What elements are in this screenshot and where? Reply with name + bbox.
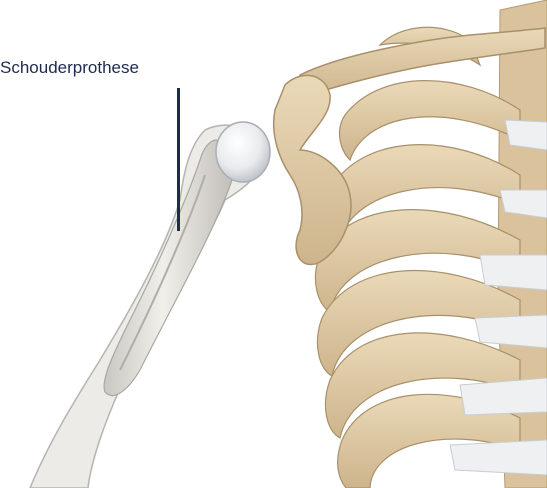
cartilage-5 <box>460 378 547 415</box>
cartilage-3 <box>480 255 547 290</box>
cartilage-4 <box>475 315 547 348</box>
humerus-with-implant <box>30 122 270 488</box>
cartilage-1 <box>505 120 547 150</box>
leader-line <box>177 88 180 231</box>
scapula <box>274 75 351 264</box>
prosthesis-head <box>216 122 270 182</box>
cartilage-6 <box>450 440 547 475</box>
prosthesis-label: Schouderprothese <box>0 58 139 78</box>
